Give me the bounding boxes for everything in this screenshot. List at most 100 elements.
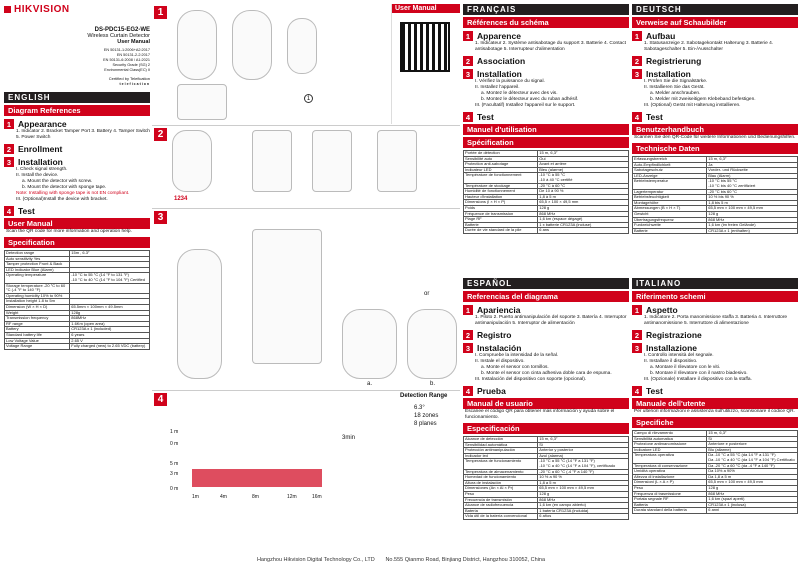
spec-value: 15 m, 6,3° xyxy=(706,430,798,437)
spec-label: Durée de vie standard de la pile xyxy=(463,227,539,234)
spec-row: Dimension (W × H × D)65.5mm × 100mm × 49… xyxy=(4,303,150,311)
spec-value: -10 °C bis 55 °C -10 °C bis 40 °C zertif… xyxy=(706,178,798,190)
spec-value: -10 °C a 55 °C (14 °F a 131 °F) -10 °C a… xyxy=(537,458,629,470)
spec-label: Dimension (W × H × D) xyxy=(4,303,71,311)
spec-label: Umidità operativa xyxy=(632,468,708,475)
spec-value xyxy=(69,298,150,305)
spec-label: Altura de instalación xyxy=(463,479,539,487)
spec-label: Vida útil de la batería convencional xyxy=(463,513,539,520)
spec-label: Portata segnale RF xyxy=(632,496,708,503)
spec-label: Alcance de detección xyxy=(463,436,539,443)
spec-value: 868MHz xyxy=(69,315,150,322)
spec-value xyxy=(69,282,150,294)
spec-label: Batteria xyxy=(632,501,708,509)
spec-value: 65,5 mm × 100 mm × 49,5 mm xyxy=(706,479,798,486)
diagram-panel-1: 1 1 xyxy=(152,4,392,124)
diagram-user-manual: User Manual xyxy=(392,4,460,124)
spec-value xyxy=(69,292,150,300)
spec-value: Fully charged (new) to 2.65 VDC (battery… xyxy=(69,343,150,350)
detection-zone xyxy=(192,469,322,487)
certification-mark: telefication xyxy=(119,82,150,86)
spec-value: 1,6 km (en campo abierto) xyxy=(537,502,629,509)
spec-value: Sí xyxy=(537,441,629,449)
spec-label: Installation height 1.8 to 5m xyxy=(4,298,71,305)
spec-label: Voltage Range xyxy=(4,343,71,350)
spec-value: 868 MHz xyxy=(537,496,629,504)
spec-label: Dimensiones (An × Al × Pr) xyxy=(463,485,539,492)
spec-value: 1.6Km (open area) xyxy=(69,320,150,328)
diagram-panel-4: 4 Detection Range 6.3° 18 zones 8 planes… xyxy=(152,390,460,548)
spec-label: Humedad de funcionamiento xyxy=(463,474,539,481)
spec-value xyxy=(69,255,150,263)
spec-label: Operating temperature xyxy=(4,272,71,284)
spec-label: Low Voltage Value xyxy=(4,337,71,345)
diagram-panel-3: 3 a. b. or xyxy=(152,208,460,388)
spec-value: -20 °C a 60 °C (-4 °F a 140 °F) xyxy=(537,468,629,476)
spec-value: 128 g xyxy=(537,490,629,498)
spec-label: RF range xyxy=(4,320,71,328)
detector-top xyxy=(177,84,227,120)
product-name: Wireless Curtain Detector xyxy=(87,33,150,39)
spec-label: Protección antimanipulación xyxy=(463,447,539,454)
spec-value: 6 years xyxy=(69,331,150,339)
spec-label: Temperatura de almacenamiento xyxy=(463,468,539,476)
spec-label: Transmission frequency xyxy=(4,315,71,322)
footer: Hangzhou Hikvision Digital Technology Co… xyxy=(256,557,546,563)
spec-label: Betriebstemperatur xyxy=(632,178,708,190)
detector-back xyxy=(287,18,317,74)
spec-label: Protezione antimanomissione xyxy=(632,441,708,448)
spec-value xyxy=(69,261,150,268)
spec-row: Temperatura de almacenamiento-20 °C a 60… xyxy=(463,468,629,476)
spec-value: Da -10 °C a 55 °C (da 14 °F a 131 °F) Da… xyxy=(706,452,798,464)
spec-value: 65,5 mm × 100 mm × 49,5 mm xyxy=(537,485,629,492)
spec-value: CR123A x 1 (inclusa) xyxy=(706,501,798,509)
spec-row: Installation height 1.8 to 5m xyxy=(4,298,150,305)
hikvision-logo: HIKVISION xyxy=(4,4,150,15)
model: DS-PDC15-EG2-WE xyxy=(94,27,150,33)
spec-row: Operating temperature-10 °C to 55 °C (14… xyxy=(4,272,150,284)
spec-value: 128 g xyxy=(706,484,798,492)
spec-label: Sensibilità automatica xyxy=(632,435,708,443)
spec-label: Frequenza di trasmissione xyxy=(632,490,708,498)
spec-label: Operating humidity 10% to 90% xyxy=(4,292,71,300)
spec-value: Da 10% a 90% xyxy=(706,468,798,475)
spec-label: Campo di rilevamento xyxy=(632,430,708,437)
en-diagram-heading: Diagram References xyxy=(4,105,150,116)
spec-label: Sensibilidad automática xyxy=(463,441,539,449)
spec-row: Operating humidity 10% to 90% xyxy=(4,292,150,300)
spec-value: Da 1,8 a 5 m xyxy=(706,473,798,481)
detector-front xyxy=(177,10,217,80)
spec-label: Tamper protection Front & Back xyxy=(4,261,71,268)
spec-row: Dimensiones (An × Al × Pr)65,5 mm × 100 … xyxy=(463,485,629,492)
spec-label: Temperatura de funcionamiento xyxy=(463,458,539,470)
spec-value: CR123A x 1 (included) xyxy=(69,326,150,333)
spec-label: Durata standard della batteria xyxy=(632,507,708,514)
spec-value: 1,6 km (spazi aperti) xyxy=(706,496,798,503)
